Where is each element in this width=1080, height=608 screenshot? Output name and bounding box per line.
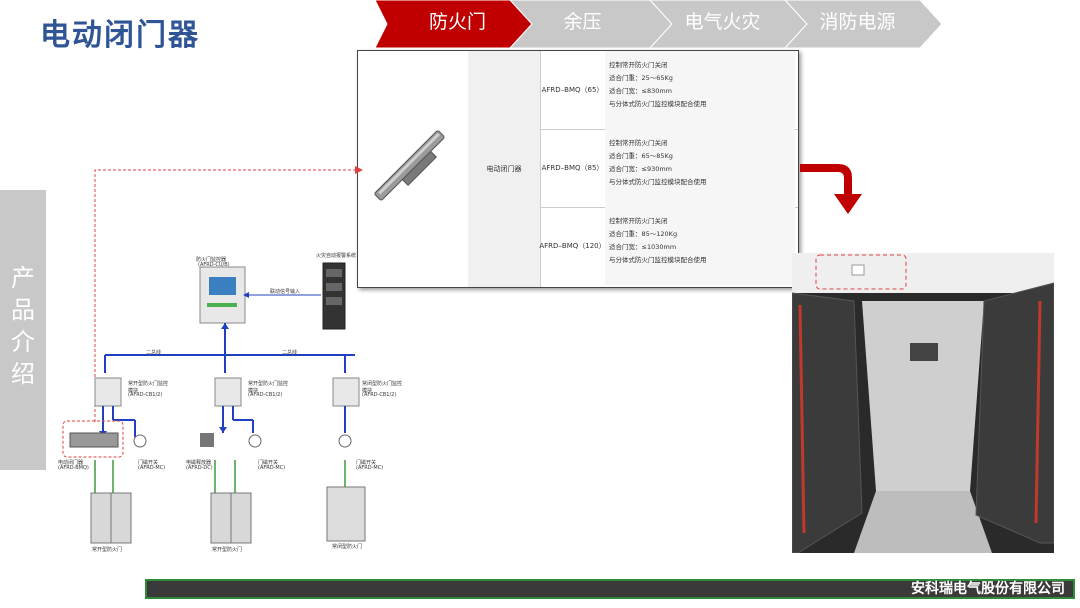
sidebar-label: 产品介绍: [0, 262, 46, 390]
system-diagram: [62, 262, 366, 544]
page-title: 电动闭门器: [40, 18, 200, 53]
footer-bar: 安科瑞电气股份有限公司: [145, 579, 1075, 599]
door-closer-highlight: [815, 254, 907, 290]
module-model: (AFRD-CB1/2): [362, 392, 397, 398]
module-label: 常开型防火门监控模块: [248, 381, 289, 394]
door-label: 常开型防火门: [212, 547, 243, 553]
spec-cell: 控制常开防火门关闭 适合门重：85～120Kg 适合门宽：≤1030mm 与分体…: [605, 207, 795, 285]
spec-line: 适合门重：85～120Kg: [609, 230, 678, 238]
spec-cell: 控制常开防火门关闭 适合门重：65～85Kg 适合门宽：≤930mm 与分体式防…: [605, 129, 795, 207]
installed-door-photo: [792, 253, 1054, 553]
product-table: 电动闭门器 AFRD–BMQ（65） 控制常开防火门关闭 适合门重：25～65K…: [357, 50, 799, 288]
module-model: (AFRD-CB1/2): [248, 392, 283, 398]
product-name-cell: 电动闭门器: [468, 51, 541, 287]
sidebar-panel: [0, 190, 46, 470]
spec-line: 控制常开防火门关闭: [609, 61, 668, 69]
tab-electrical-fire[interactable]: 电气火灾: [684, 11, 761, 33]
alarm-cabinet: [322, 262, 346, 330]
device-model: (AFRD-BMQ): [58, 465, 89, 471]
device-label: 电磁释放器: [186, 460, 212, 466]
device-label: 电动闭门器: [58, 460, 84, 466]
closer-highlight: [62, 420, 124, 458]
fire-door: [326, 486, 366, 542]
spec-line: 与分体式防火门监控模块配合使用: [609, 100, 707, 108]
model-cell: AFRD–BMQ（65）: [541, 86, 604, 94]
sidebar-text: 产品介绍: [11, 264, 35, 388]
red-arrow-icon: [800, 164, 862, 214]
model-cell: AFRD–BMQ（85）: [541, 164, 604, 172]
tab-residual-pressure[interactable]: 余压: [563, 11, 602, 33]
door-closer-image: [374, 130, 445, 201]
alarm-system-label: 火灾自动报警系统: [316, 253, 357, 259]
door-label: 常开型防火门: [92, 547, 123, 553]
module-box: [332, 377, 360, 407]
tab-fire-power-shape: [784, 0, 943, 48]
module-label: 常闭型防火门监控模块: [362, 381, 403, 394]
device-label: 门磁开关: [138, 460, 159, 466]
device-model: (AFRD-MC): [258, 465, 286, 471]
module-model: (AFRD-CB1/2): [128, 392, 163, 398]
spec-line: 适合门宽：≤1030mm: [609, 243, 677, 251]
linkage-label: 联动信号输入: [270, 289, 301, 295]
spec-line: 控制常开防火门关闭: [609, 217, 668, 225]
tab-fire-power[interactable]: 消防电源: [819, 11, 896, 33]
spec-line: 与分体式防火门监控模块配合使用: [609, 178, 707, 186]
module-label: 常开型防火门监控模块: [128, 381, 169, 394]
table-row: AFRD–BMQ（85） 控制常开防火门关闭 适合门重：65～85Kg 适合门宽…: [540, 129, 798, 208]
spec-line: 适合门重：65～85Kg: [609, 152, 673, 160]
device-model: (AFRD-DC): [186, 465, 213, 471]
tab-fire-door[interactable]: 防火门: [428, 11, 486, 33]
device-label: 门磁开关: [356, 460, 377, 466]
monitor-label: 防火门监控器: [196, 257, 227, 263]
door-label: 常闭型防火门: [332, 544, 363, 550]
monitor-model-label: (AFRD-CU/B): [198, 262, 230, 268]
nav-chevron-bar: [375, 0, 943, 48]
module-box: [214, 377, 242, 407]
company-name: 安科瑞电气股份有限公司: [911, 581, 1065, 597]
table-row: AFRD–BMQ（120） 控制常开防火门关闭 适合门重：85～120Kg 适合…: [539, 207, 798, 285]
bus-label: 二总线: [282, 350, 298, 356]
table-row: AFRD–BMQ（65） 控制常开防火门关闭 适合门重：25～65Kg 适合门宽…: [540, 51, 798, 130]
dashed-connector: [94, 166, 363, 422]
device-label: 门磁开关: [258, 460, 279, 466]
tab-residual-pressure-shape: [509, 0, 673, 48]
tab-fire-door-shape: [375, 0, 533, 48]
model-cell: AFRD–BMQ（120）: [539, 242, 606, 250]
device-model: (AFRD-MC): [356, 465, 384, 471]
spec-line: 适合门重：25～65Kg: [609, 74, 673, 82]
spec-line: 控制常开防火门关闭: [609, 139, 668, 147]
bus-label: 二总线: [146, 350, 162, 356]
spec-line: 适合门宽：≤830mm: [609, 87, 673, 95]
spec-line: 适合门宽：≤930mm: [609, 165, 673, 173]
spec-cell: 控制常开防火门关闭 适合门重：25～65Kg 适合门宽：≤830mm 与分体式防…: [605, 51, 795, 129]
tab-electrical-fire-shape: [649, 0, 808, 48]
module-box: [94, 377, 122, 407]
device-model: (AFRD-MC): [138, 465, 166, 471]
spec-line: 与分体式防火门监控模块配合使用: [609, 256, 707, 264]
